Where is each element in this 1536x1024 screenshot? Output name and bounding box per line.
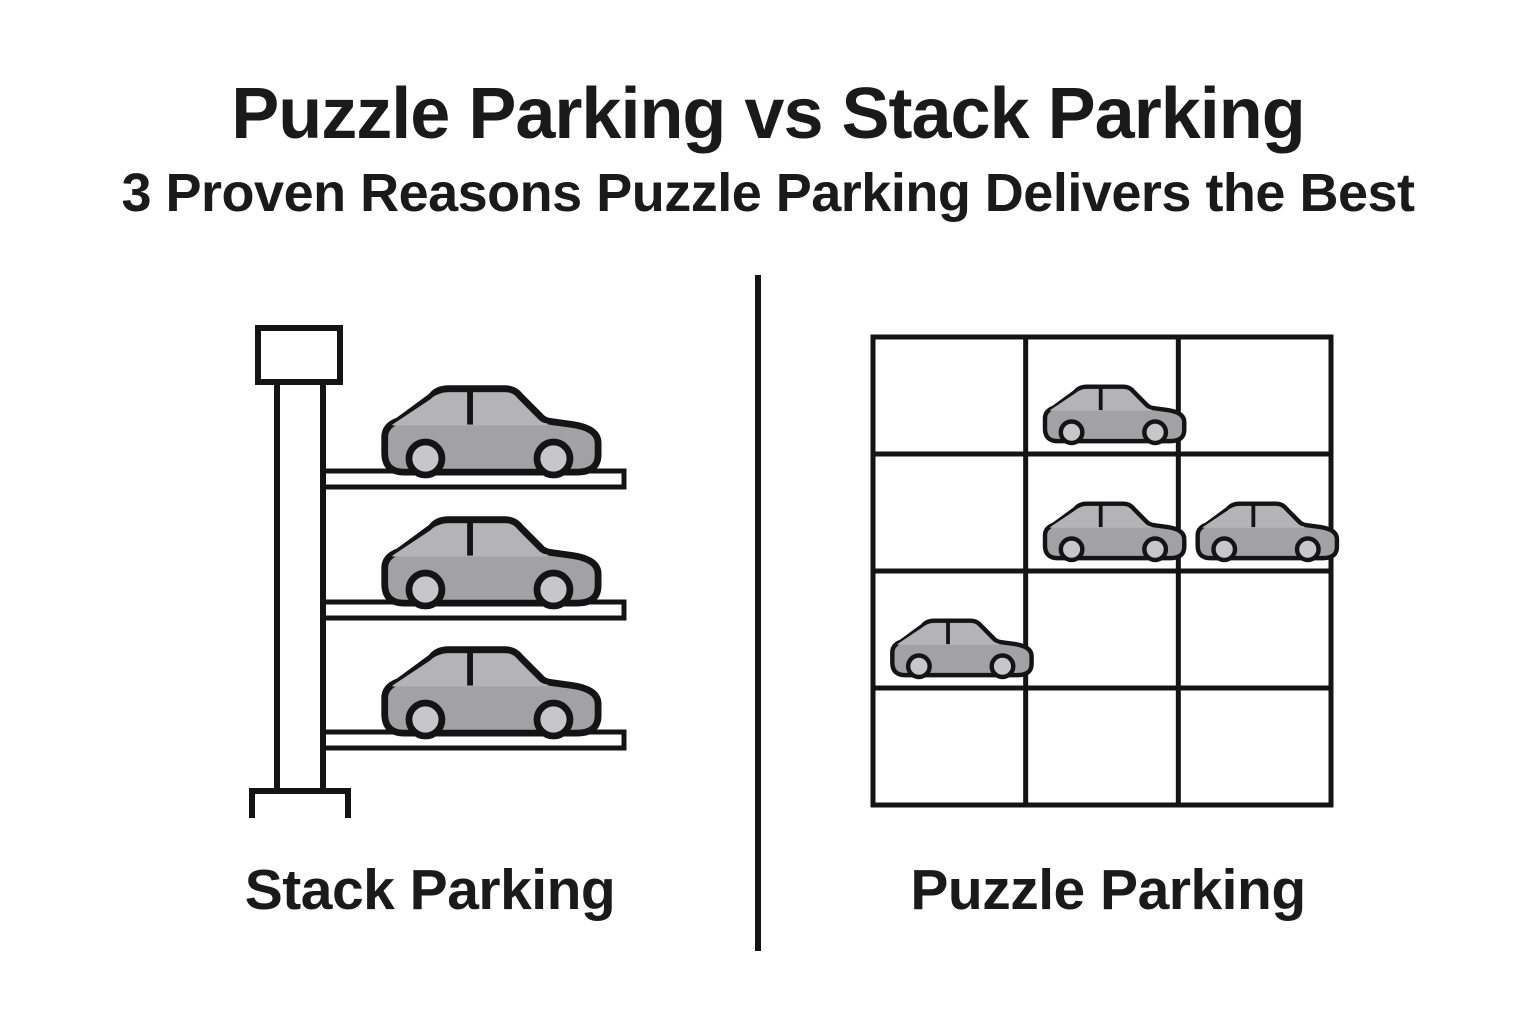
puzzle-parking-label: Puzzle Parking <box>910 858 1306 922</box>
lift-post <box>274 349 326 794</box>
stack-parking-illustration <box>249 325 627 818</box>
lift-post-cap <box>255 325 343 385</box>
page-subtitle: 3 Proven Reasons Puzzle Parking Delivers… <box>121 163 1415 223</box>
car-icon <box>385 520 598 606</box>
page-title: Puzzle Parking vs Stack Parking <box>231 74 1305 154</box>
car-icon <box>385 389 598 475</box>
lift-base <box>249 788 351 818</box>
section-divider <box>755 275 761 951</box>
puzzle-parking-illustration <box>870 334 1337 808</box>
stack-parking-label: Stack Parking <box>244 858 616 922</box>
car-icon <box>385 650 598 736</box>
